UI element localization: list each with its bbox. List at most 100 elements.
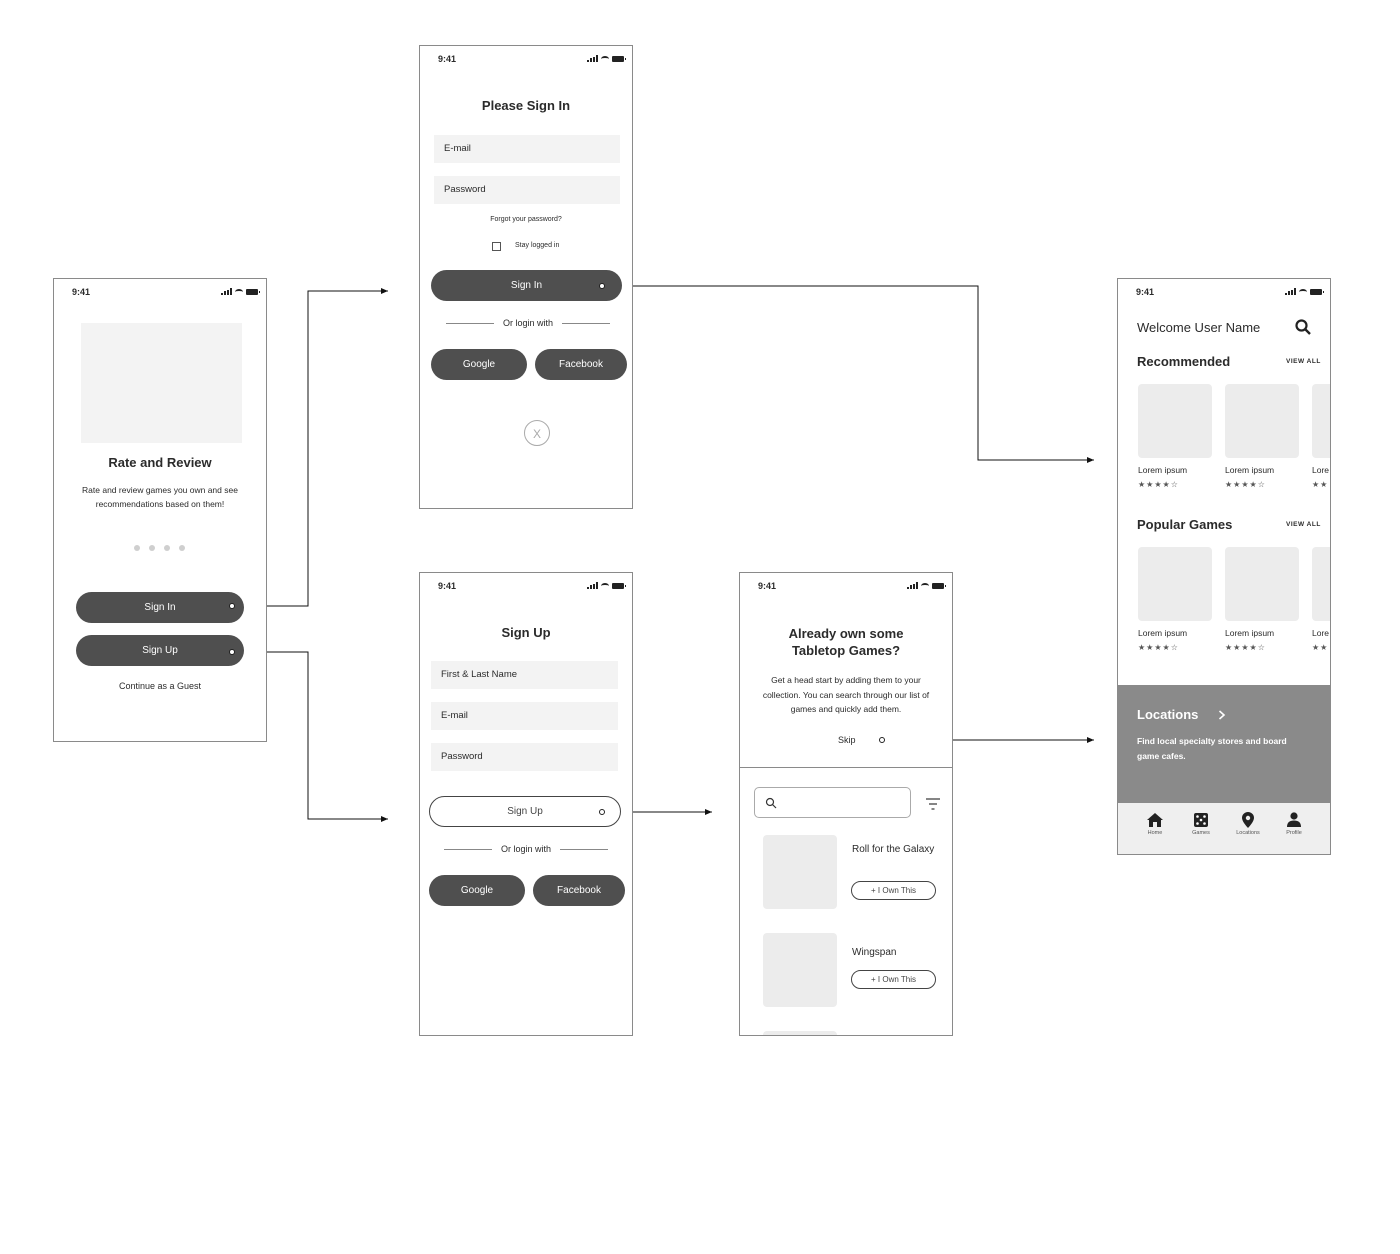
connector-origin-dot — [599, 809, 605, 815]
game-thumbnail — [763, 1031, 837, 1035]
game-title: Roll for the Galaxy — [852, 844, 935, 855]
collection-title-line: Tabletop Games? — [791, 643, 901, 658]
sign-up-button[interactable]: Sign Up — [76, 635, 244, 666]
or-login-label: Or login with — [502, 318, 554, 328]
game-card-title: Lorem ipsum — [1225, 628, 1275, 638]
game-title: Wingspan — [852, 947, 897, 958]
status-bar: 9:41 — [438, 54, 626, 66]
popular-heading: Popular Games — [1137, 517, 1233, 532]
email-field[interactable]: E-mail — [434, 135, 620, 163]
locations-banner[interactable]: Locations Find local specialty stores an… — [1118, 685, 1330, 803]
skip-link[interactable]: Skip — [838, 735, 856, 745]
nav-locations[interactable]: Locations — [1236, 812, 1260, 836]
bottom-nav: Home Games Locations Profile — [1118, 803, 1330, 854]
wifi-icon — [235, 288, 243, 295]
nav-profile[interactable]: Profile — [1284, 812, 1304, 836]
page-indicator — [134, 545, 185, 551]
sign-up-submit-button[interactable]: Sign Up — [429, 796, 621, 827]
sign-up-title: Sign Up — [501, 625, 551, 640]
game-card-title: Lore — [1312, 465, 1330, 475]
google-login-button[interactable]: Google — [431, 349, 527, 380]
view-all-link[interactable]: VIEW ALL — [1286, 521, 1321, 528]
status-bar: 9:41 — [72, 287, 260, 299]
facebook-login-button[interactable]: Facebook — [533, 875, 625, 906]
section-divider — [740, 767, 952, 768]
facebook-login-button[interactable]: Facebook — [535, 349, 627, 380]
nav-label: Home — [1147, 830, 1163, 836]
locations-description: Find local specialty stores and board ga… — [1137, 736, 1287, 761]
name-field[interactable]: First & Last Name — [431, 661, 618, 689]
game-card-image[interactable] — [1138, 547, 1212, 621]
or-login-label: Or login with — [500, 844, 552, 854]
status-time: 9:41 — [72, 287, 91, 297]
nav-home[interactable]: Home — [1145, 813, 1165, 836]
connector-origin-dot — [229, 603, 235, 609]
wifi-icon — [921, 582, 929, 589]
own-this-button[interactable]: + I Own This — [851, 881, 936, 900]
status-bar: 9:41 — [438, 581, 626, 593]
signal-icon — [587, 55, 598, 62]
own-this-button[interactable]: + I Own This — [851, 970, 936, 989]
game-thumbnail — [763, 835, 837, 909]
search-icon — [765, 797, 777, 809]
password-field[interactable]: Password — [434, 176, 620, 204]
wifi-icon — [601, 582, 609, 589]
wifi-icon — [601, 55, 609, 62]
collection-title-line: Already own some — [788, 626, 904, 641]
user-icon — [1287, 812, 1301, 827]
battery-icon — [246, 288, 260, 295]
game-card-title: Lorem ipsum — [1138, 465, 1188, 475]
google-login-button[interactable]: Google — [429, 875, 525, 906]
search-icon[interactable] — [1295, 319, 1311, 335]
status-bar: 9:41 — [758, 581, 946, 593]
game-card-title: Lorem ipsum — [1225, 465, 1275, 475]
divider — [444, 849, 492, 850]
view-all-link[interactable]: VIEW ALL — [1286, 358, 1321, 365]
close-icon[interactable]: X — [524, 420, 550, 446]
sign-in-submit-button[interactable]: Sign In — [431, 270, 622, 301]
onboarding-screen: 9:41 Rate and Review Rate and review gam… — [53, 278, 267, 742]
nav-label: Profile — [1286, 830, 1302, 836]
home-screen: 9:41 Welcome User Name Recommended VIEW … — [1117, 278, 1331, 855]
continue-guest-link[interactable]: Continue as a Guest — [118, 681, 202, 691]
rating-stars: ★★★★☆ — [1138, 643, 1179, 652]
game-card-image[interactable] — [1312, 547, 1330, 621]
connector-origin-dot — [229, 649, 235, 655]
game-card-title: Lore — [1312, 628, 1330, 638]
onboarding-title: Rate and Review — [108, 455, 212, 470]
rating-stars: ★★★★☆ — [1225, 480, 1266, 489]
game-thumbnail — [763, 933, 837, 1007]
sign-in-title: Please Sign In — [481, 98, 571, 113]
nav-games[interactable]: Games — [1191, 813, 1211, 836]
collection-screen: 9:41 Already own some Tabletop Games? Ge… — [739, 572, 953, 1036]
map-pin-icon — [1242, 812, 1254, 828]
rating-stars: ★★ — [1312, 480, 1329, 489]
email-field[interactable]: E-mail — [431, 702, 618, 730]
signal-icon — [587, 582, 598, 589]
forgot-password-link[interactable]: Forgot your password? — [490, 216, 562, 223]
status-time: 9:41 — [1136, 287, 1155, 297]
game-card-image[interactable] — [1225, 547, 1299, 621]
status-bar: 9:41 — [1136, 287, 1324, 299]
stay-logged-in-label: Stay logged in — [515, 242, 560, 249]
password-field[interactable]: Password — [431, 743, 618, 771]
stay-logged-in-checkbox[interactable] — [492, 242, 501, 251]
collection-description: Get a head start by adding them to your … — [762, 675, 930, 714]
game-card-image[interactable] — [1138, 384, 1212, 458]
signal-icon — [221, 288, 232, 295]
game-card-image[interactable] — [1225, 384, 1299, 458]
status-time: 9:41 — [438, 54, 457, 64]
rating-stars: ★★★★☆ — [1225, 643, 1266, 652]
connector-origin-dot — [599, 283, 605, 289]
recommended-heading: Recommended — [1137, 354, 1231, 369]
filter-icon[interactable] — [925, 798, 941, 810]
collection-title: Already own some Tabletop Games? — [740, 625, 952, 659]
welcome-heading: Welcome User Name — [1137, 320, 1261, 335]
signal-icon — [1285, 288, 1296, 295]
game-card-image[interactable] — [1312, 384, 1330, 458]
battery-icon — [612, 55, 626, 62]
locations-title: Locations — [1137, 707, 1199, 722]
sign-in-button[interactable]: Sign In — [76, 592, 244, 623]
search-input[interactable] — [754, 787, 911, 818]
signal-icon — [907, 582, 918, 589]
